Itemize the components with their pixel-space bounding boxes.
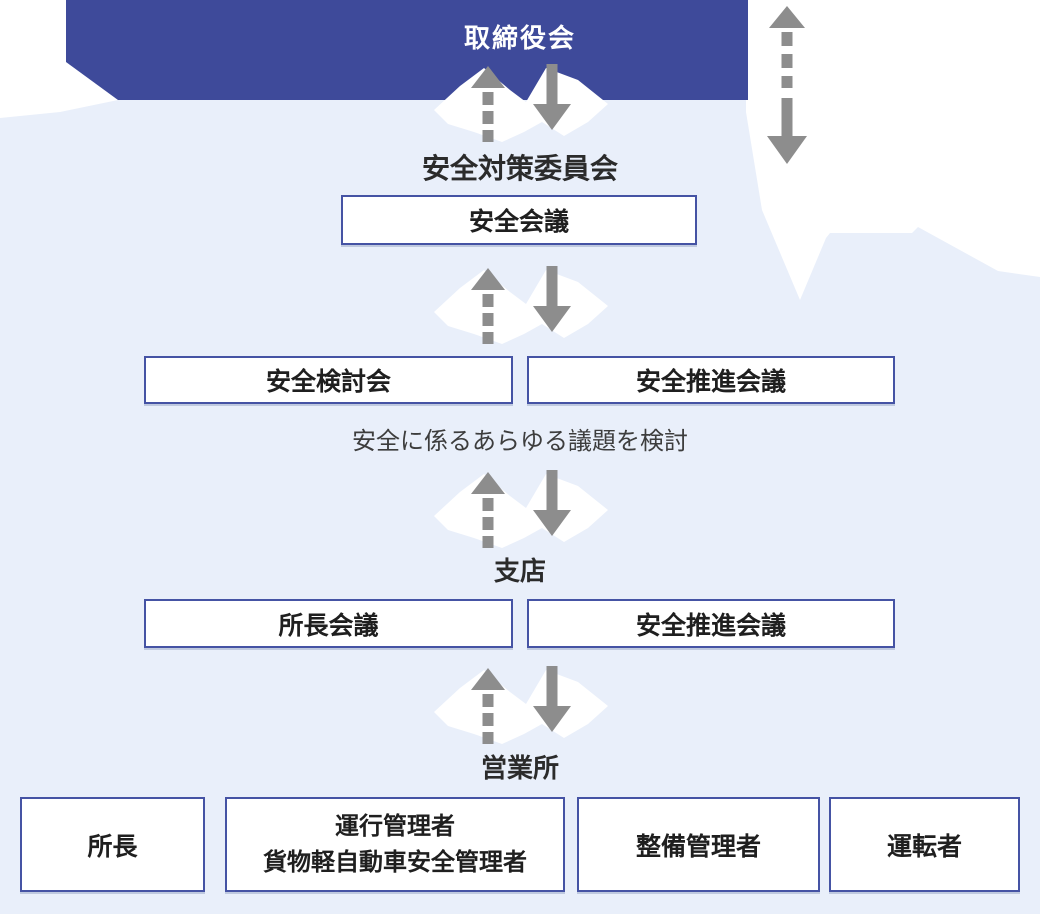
review-branch-arrows — [434, 470, 608, 548]
down-arrow-icon — [533, 666, 571, 732]
up-arrow-icon — [471, 66, 505, 142]
paper-blob — [434, 270, 608, 344]
paper-blob — [434, 670, 608, 744]
branch-label: 支店 — [493, 556, 547, 586]
office-manager-box: 所長 — [20, 797, 205, 892]
maintenance-manager-box: 整備管理者 — [577, 797, 820, 892]
committee-review-arrows — [434, 266, 608, 344]
office-label: 営業所 — [480, 753, 560, 783]
operation-manager-box: 運行管理者 貨物軽自動車安全管理者 — [225, 797, 565, 892]
driver-box: 運転者 — [829, 797, 1020, 892]
operation-manager-label-line1: 運行管理者 — [335, 812, 455, 840]
up-arrow-icon — [769, 6, 805, 88]
board-banner: 取締役会 — [66, 0, 748, 100]
branch-safety-promotion-box: 安全推進会議 — [527, 599, 895, 648]
managers-meeting-box: 所長会議 — [144, 599, 513, 648]
down-arrow-icon — [767, 98, 807, 164]
driver-label: 運転者 — [886, 832, 962, 861]
paper-blob — [434, 474, 608, 548]
board-to-site-arrows — [767, 6, 807, 164]
down-arrow-icon — [533, 64, 571, 130]
safety-promotion-label: 安全推進会議 — [635, 368, 786, 396]
maintenance-manager-label: 整備管理者 — [635, 832, 761, 861]
up-arrow-icon — [471, 668, 505, 744]
safety-meeting-box: 安全会議 — [341, 195, 697, 245]
safety-review-box: 安全検討会 — [144, 356, 513, 404]
office-manager-label: 所長 — [87, 832, 138, 861]
safety-review-label: 安全検討会 — [265, 368, 391, 396]
operation-manager-label-line2: 貨物軽自動車安全管理者 — [263, 848, 527, 876]
branch-safety-promotion-label: 安全推進会議 — [635, 611, 786, 640]
down-arrow-icon — [533, 470, 571, 536]
up-arrow-icon — [471, 472, 505, 548]
review-caption: 安全に係るあらゆる議題を検討 — [352, 428, 688, 455]
safety-meeting-label: 安全会議 — [468, 208, 569, 236]
board-label: 取締役会 — [463, 23, 577, 53]
down-arrow-icon — [533, 266, 571, 332]
board-committee-arrows — [434, 64, 608, 142]
branch-office-arrows — [434, 666, 608, 744]
safety-promotion-box: 安全推進会議 — [527, 356, 895, 404]
managers-meeting-label: 所長会議 — [278, 611, 379, 640]
paper-blob — [434, 68, 608, 142]
committee-label: 安全対策委員会 — [421, 153, 619, 184]
up-arrow-icon — [471, 268, 505, 344]
